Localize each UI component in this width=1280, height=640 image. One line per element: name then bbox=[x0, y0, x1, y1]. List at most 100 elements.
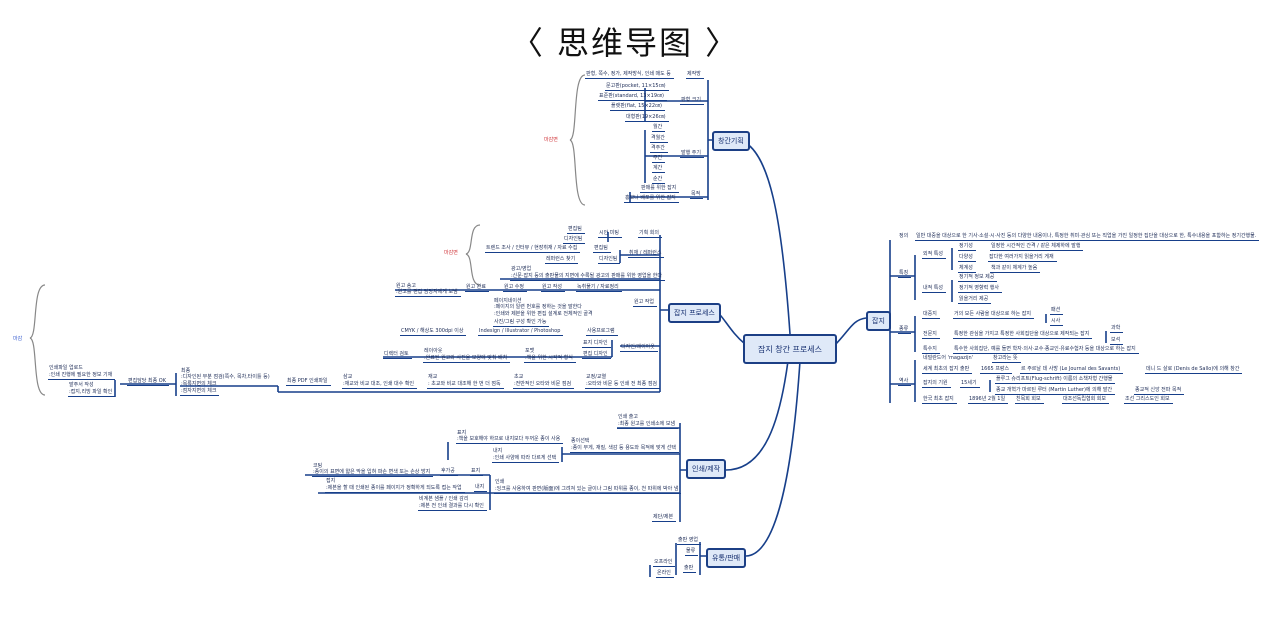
topic-node[interactable]: 표지 bbox=[457, 430, 467, 436]
topic-node[interactable]: 플루그 슈리프트(Flug-schrift) 이름의 소책자형 간행물 bbox=[995, 376, 1116, 384]
topic-node[interactable]: 잡다한 여러가지 읽을거리 게재 bbox=[988, 254, 1057, 262]
topic-node[interactable]: 판형, 쪽수, 정가, 제작방식, 인쇄 매도 등 bbox=[585, 71, 674, 79]
topic-node[interactable]: 원고 작성 bbox=[541, 284, 565, 292]
topic-node[interactable]: :점자지면의 체크 bbox=[180, 388, 220, 396]
topic-node[interactable]: :원고를 편집 담당자에게 보냄 bbox=[395, 289, 461, 297]
topic-node[interactable]: 광고/영업 bbox=[511, 266, 532, 272]
topic-node[interactable]: 특수지 bbox=[922, 346, 940, 354]
topic-node[interactable]: 주간 bbox=[652, 155, 666, 163]
main-topic-process[interactable]: 잡지 프로세스 bbox=[668, 303, 721, 323]
topic-node[interactable]: Indesign / Illustrator / Photoshop bbox=[478, 328, 564, 336]
main-topic-planning[interactable]: 창간기획 bbox=[712, 131, 750, 151]
topic-node[interactable]: :종이 무게, 재질, 색감 등 용도와 목적에 맞게 선택 bbox=[570, 445, 679, 453]
topic-node[interactable]: :인쇄와 제본을 위한 편집 설계로 전체적인 골격 bbox=[494, 311, 593, 317]
topic-node[interactable]: 최종 bbox=[181, 368, 191, 374]
topic-node[interactable]: 편집팀 bbox=[567, 226, 585, 234]
topic-node[interactable]: 편집팀 bbox=[593, 245, 611, 253]
main-topic-distribution[interactable]: 유통/판매 bbox=[706, 548, 747, 568]
topic-node[interactable]: 디자인팀 bbox=[598, 256, 621, 264]
topic-node[interactable]: 조선 그리스도인 회보 bbox=[1124, 396, 1173, 404]
topic-node[interactable]: 거의 모든 사람을 대상으로 하는 잡지 bbox=[953, 311, 1034, 319]
topic-node[interactable]: 과학 bbox=[1110, 325, 1124, 333]
topic-node[interactable]: :제본 전 인쇄 결과를 다시 확인 bbox=[418, 503, 487, 511]
topic-node[interactable]: :종이의 표면에 얇은 막을 입혀 파손 변색 또는 손상 방지 bbox=[312, 469, 434, 477]
topic-node[interactable]: 원고 송고 bbox=[396, 283, 416, 289]
topic-node[interactable]: 역사 bbox=[898, 378, 912, 386]
topic-node[interactable]: 사용프로그램 bbox=[586, 328, 618, 336]
topic-node[interactable]: 판형 크기 bbox=[680, 97, 704, 105]
topic-node[interactable]: 내적 특성 bbox=[922, 285, 946, 293]
topic-node[interactable]: 패션 bbox=[1050, 307, 1064, 315]
topic-node[interactable]: 원고 완료 bbox=[465, 284, 489, 292]
topic-node[interactable]: 종류 bbox=[898, 326, 912, 334]
topic-node[interactable]: 재교 bbox=[428, 374, 438, 380]
topic-node[interactable]: 문고판(pocket, 11×15㎝) bbox=[605, 83, 669, 91]
topic-node[interactable]: 표지 디자인 bbox=[582, 340, 611, 348]
topic-node[interactable]: 기획 회의 bbox=[638, 230, 662, 238]
topic-node[interactable]: 홍보나 배포를 위한 잡지 bbox=[624, 195, 679, 203]
topic-node[interactable]: :잉크를 사용하여 판면(版面)에 그려져 있는 글이나 그림 따위를 종이, … bbox=[494, 486, 682, 494]
topic-node[interactable]: 디렉터 검토 bbox=[383, 351, 412, 359]
topic-node[interactable]: 대중지 bbox=[922, 311, 940, 319]
topic-node[interactable]: 책과 같이 체계가 높음 bbox=[990, 265, 1041, 273]
topic-node[interactable]: 원고 작업 bbox=[633, 299, 657, 307]
topic-node[interactable]: 트렌드 조사 / 인터뷰 / 현장취재 / 자료 수집 bbox=[485, 245, 581, 253]
topic-node[interactable]: 특징 bbox=[898, 270, 912, 278]
topic-node[interactable]: 대조선독립협회 회보 bbox=[1062, 396, 1109, 404]
topic-node[interactable]: 정기성 bbox=[958, 243, 976, 251]
topic-node[interactable]: 최종 PDF 인쇄파일 bbox=[286, 378, 331, 386]
topic-node[interactable]: :신문·잡지 등의 출판물의 지면에 수록될 광고의 판매를 위한 영업을 한다 bbox=[510, 273, 665, 281]
topic-node[interactable]: 취재 / 레퍼런스 bbox=[628, 250, 665, 258]
topic-node[interactable]: 코팅 bbox=[313, 463, 323, 469]
topic-node[interactable]: 접지 bbox=[326, 478, 336, 484]
topic-node[interactable]: 순간 bbox=[652, 176, 666, 184]
topic-node[interactable]: 발주서 작성 bbox=[69, 382, 94, 388]
topic-node[interactable]: 1665 프랑스 bbox=[980, 366, 1013, 374]
topic-node[interactable]: :페이지의 일련 번호를 정하는 것을 말한다 bbox=[494, 304, 582, 310]
topic-node[interactable]: 창고라는 뜻 bbox=[992, 355, 1021, 363]
central-topic[interactable]: 잡지 창간 프로세스 bbox=[743, 334, 837, 364]
topic-node[interactable]: 시사 bbox=[1050, 318, 1064, 326]
topic-node[interactable]: :접지,리빙 파일 확인 bbox=[68, 389, 116, 397]
topic-node[interactable]: 인쇄 출고 bbox=[618, 414, 638, 420]
topic-node[interactable]: 제작방 bbox=[686, 71, 704, 79]
topic-node[interactable]: 특수한 사회집단, 예를 들면 학자·의사·교수·종교인·유료수험자 등을 대상… bbox=[953, 346, 1139, 354]
topic-node[interactable]: 포맷 bbox=[525, 348, 535, 354]
topic-node[interactable]: 르 주르날 데 사방 (Le Journal des Savants) bbox=[1020, 366, 1124, 374]
topic-node[interactable]: 비계본 샘플 / 인쇄 감리 bbox=[419, 496, 469, 502]
topic-node[interactable]: 사진/그림 구성 확인 가능 bbox=[493, 319, 550, 327]
topic-node[interactable]: :인쇄 진행에 필요한 정보 기재 bbox=[48, 372, 116, 380]
topic-node[interactable]: 편집담당 최종 OK bbox=[127, 378, 169, 386]
topic-node[interactable]: 교정/교열 bbox=[586, 374, 607, 380]
topic-node[interactable]: 일반 대중을 대상으로 한 기사·소설·시·사진 등의 다양한 내용이나, 특정… bbox=[915, 233, 1260, 241]
topic-node[interactable]: 녹취풀기 / 자료정리 bbox=[576, 284, 622, 292]
topic-node[interactable]: 일정한 시간적인 간격 / 같은 체제하에 발행 bbox=[990, 243, 1084, 251]
topic-node[interactable]: 격주간 bbox=[650, 145, 668, 153]
topic-node[interactable]: :인쇄 사양에 따라 다르게 선택 bbox=[492, 455, 560, 463]
topic-node[interactable]: 계간 bbox=[652, 165, 666, 173]
topic-node[interactable]: 디자인/레이아웃 bbox=[620, 344, 658, 352]
topic-node[interactable]: 다양성 bbox=[958, 254, 976, 262]
topic-node[interactable]: 잡지의 기원 bbox=[922, 380, 951, 388]
topic-node[interactable]: 내지 bbox=[493, 448, 503, 454]
topic-node[interactable]: 제단/제본 bbox=[652, 514, 677, 522]
topic-node[interactable]: 내지 bbox=[474, 484, 488, 492]
topic-node[interactable]: : 초교와 비교 대조해 한 번 더 점독 bbox=[427, 381, 504, 389]
topic-node[interactable]: 레퍼런스 찾기 bbox=[545, 256, 579, 264]
topic-node[interactable]: 온라인 bbox=[656, 570, 674, 578]
topic-node[interactable]: 레이아웃 bbox=[424, 348, 443, 354]
topic-node[interactable]: 특정한 관심을 가지고 특정한 사회집단을 대상으로 제작되는 잡지 bbox=[953, 331, 1093, 339]
topic-node[interactable]: 원고 수정 bbox=[503, 284, 527, 292]
topic-node[interactable]: 종교적 신앙 전파 목적 bbox=[1134, 387, 1185, 395]
topic-node[interactable]: :책을 위한 시각적 형식 bbox=[524, 355, 576, 363]
topic-node[interactable]: 판매를 위한 잡지 bbox=[640, 185, 680, 193]
topic-node[interactable]: :재교와 비교 대조, 인쇄 대수 확인 bbox=[342, 381, 418, 389]
topic-node[interactable]: 초교 bbox=[514, 374, 524, 380]
topic-node[interactable]: CMYK / 해상도 300dpi 이상 bbox=[400, 328, 467, 336]
topic-node[interactable]: 1896년 2월 1일 bbox=[968, 396, 1009, 404]
topic-node[interactable]: 플랫판(flat, 15×22㎝) bbox=[610, 103, 665, 111]
topic-node[interactable]: 출판 영업 bbox=[677, 537, 701, 545]
topic-node[interactable]: 전문지 bbox=[922, 331, 940, 339]
topic-node[interactable]: :오타와 비문 등 인쇄 전 최종 점검 bbox=[585, 381, 661, 389]
topic-node[interactable]: 한국 최초 잡지 bbox=[922, 396, 957, 404]
